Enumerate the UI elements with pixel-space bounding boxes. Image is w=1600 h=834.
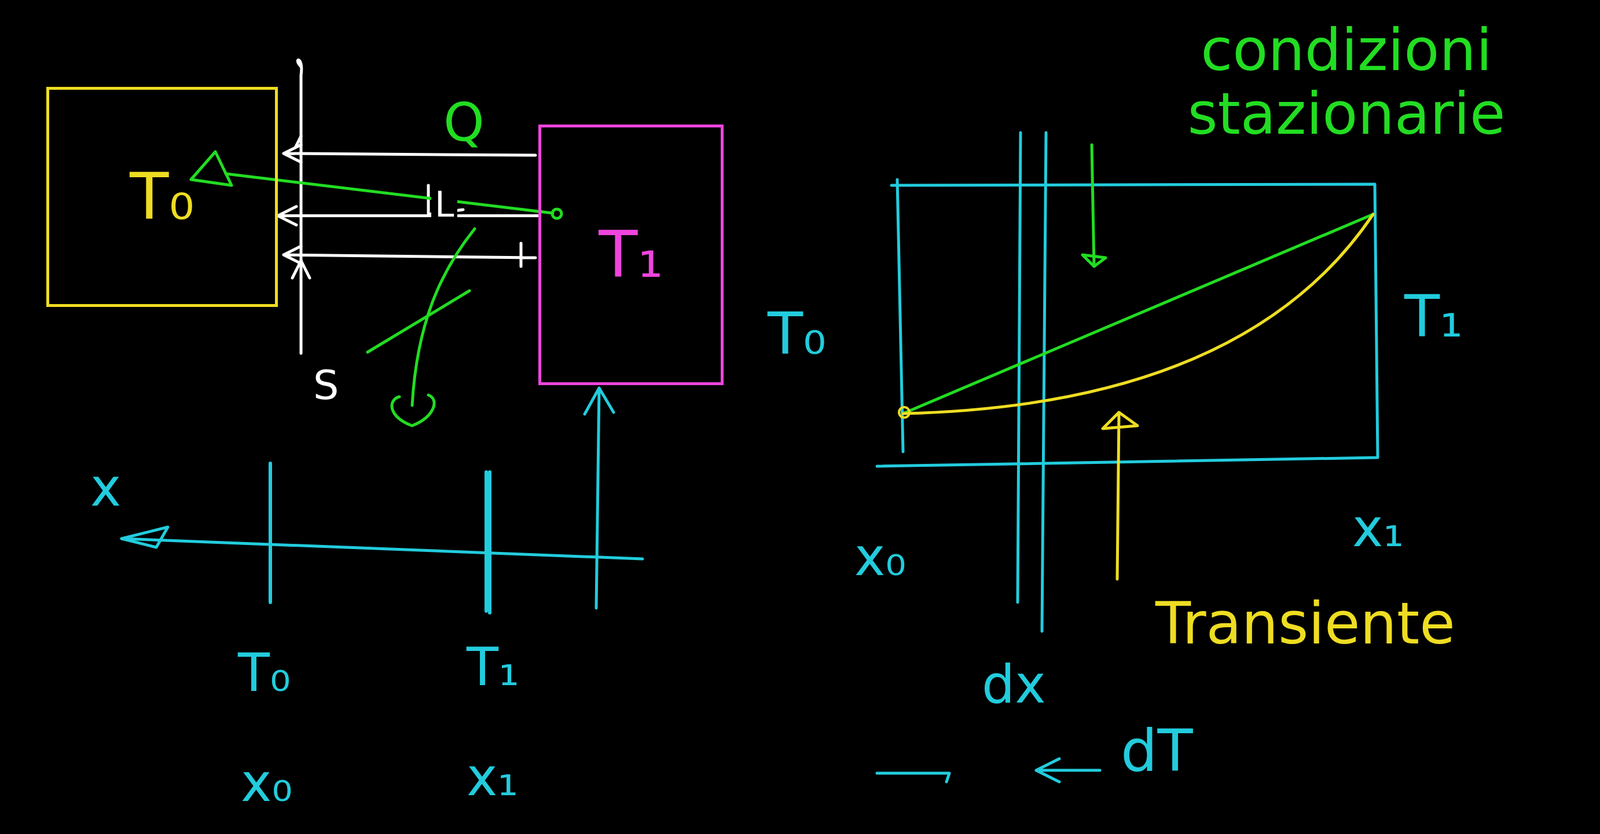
- heat-flow-arrow: [277, 206, 539, 226]
- transient-profile: [903, 214, 1374, 414]
- annotation-label: x: [86, 457, 125, 517]
- annotation-label: dx: [978, 654, 1049, 714]
- temperature-label: T₀: [129, 162, 194, 233]
- annotation-label: T₀: [764, 301, 830, 368]
- annotation-label: T₁: [1400, 283, 1467, 350]
- annotation-label: Transiente: [1151, 590, 1459, 657]
- heat-flux-arrow: [283, 243, 536, 267]
- annotation-label: T₁: [463, 636, 523, 697]
- temperature-label: T₁: [598, 219, 663, 291]
- annotation-label: x₁: [1348, 497, 1408, 558]
- cross-mark: [367, 228, 475, 406]
- gradient-line: [225, 173, 553, 214]
- heat-label: Q: [439, 92, 488, 153]
- heat-flux-arrow: [283, 144, 536, 163]
- temperature-reservoir: T₁: [538, 124, 724, 385]
- annotation-label: condizioni stazionarie: [1117, 17, 1576, 148]
- annotation-label: x₁: [463, 746, 522, 807]
- x-axis: [121, 538, 643, 559]
- steady-profile: [903, 214, 1374, 414]
- annotation-label: T₀: [234, 642, 295, 703]
- annotation-label: dT: [1117, 717, 1197, 784]
- temperature-reservoir: T₀: [46, 86, 278, 307]
- annotation-label: x₀: [237, 752, 296, 813]
- annotation-label: S: [309, 361, 343, 409]
- dx-slice: [1017, 132, 1047, 631]
- annotation-label: L: [431, 184, 458, 225]
- bar-domain: [876, 179, 1378, 466]
- annotation-label: x₀: [850, 526, 910, 587]
- wall-line: [297, 60, 302, 354]
